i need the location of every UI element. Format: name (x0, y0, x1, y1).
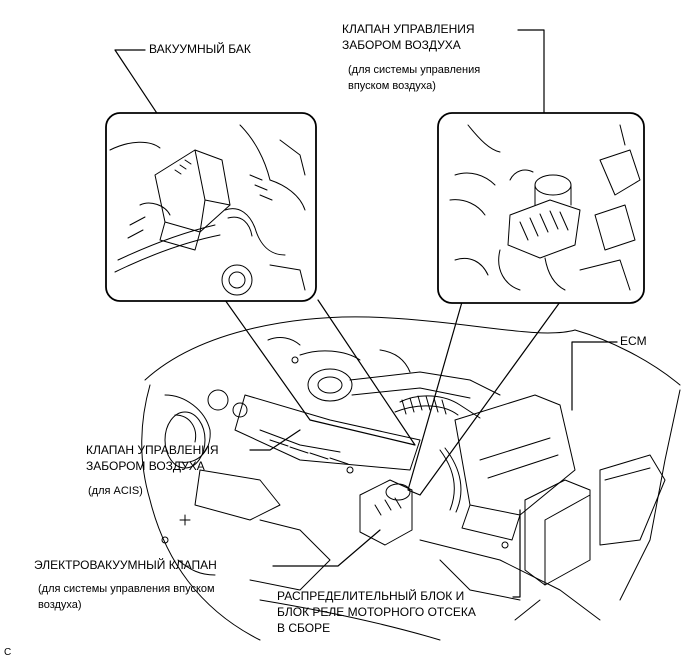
figure-code: C (4, 647, 12, 658)
label-intake-valve-2-note: (для ACIS) (88, 485, 143, 497)
intake-valve-inset (437, 112, 645, 304)
label-intake-valve-1-note-line2: впуском воздуха) (348, 80, 436, 92)
left-inset-funnel (224, 299, 416, 446)
intake-valve-inset-frame (437, 112, 645, 304)
intake-valve-inset-art (449, 124, 641, 291)
label-vsv: ЭЛЕКТРОВАКУУМНЫЙ КЛАПАН (34, 558, 217, 572)
label-intake-valve-1-line1: КЛАПАН УПРАВЛЕНИЯ (342, 22, 475, 36)
label-intake-valve-2-line1: КЛАПАН УПРАВЛЕНИЯ (86, 443, 219, 457)
engine-bay-main (141, 316, 681, 641)
leader-intake-valve-2 (249, 429, 301, 451)
label-junction-line1: РАСПРЕДЕЛИТЕЛЬНЫЙ БЛОК И (277, 589, 465, 603)
label-junction-line3: В СБОРЕ (277, 621, 331, 635)
label-vacuum-tank: ВАКУУМНЫЙ БАК (149, 42, 251, 56)
label-intake-valve-2-line2: ЗАБОРОМ ВОЗДУХА (86, 459, 205, 473)
label-ecm: ECM (620, 334, 647, 348)
right-inset-funnel (407, 301, 561, 496)
callout-funnels (224, 299, 561, 496)
leader-ecm (571, 341, 618, 411)
label-intake-valve-1-line2: ЗАБОРОМ ВОЗДУХА (342, 38, 461, 52)
vacuum-tank-inset (105, 112, 317, 302)
vacuum-tank-inset-art (109, 124, 306, 296)
label-vsv-note-line2: воздуха) (38, 599, 82, 611)
vacuum-tank-inset-frame (105, 112, 317, 302)
label-junction-line2: БЛОК РЕЛЕ МОТОРНОГО ОТСЕКА (277, 605, 476, 619)
leader-vsv (272, 529, 381, 567)
leader-junction (512, 509, 521, 598)
label-intake-valve-1-note-line1: (для системы управления (348, 64, 481, 76)
label-vsv-note-line1: (для системы управления впуском (38, 583, 215, 595)
